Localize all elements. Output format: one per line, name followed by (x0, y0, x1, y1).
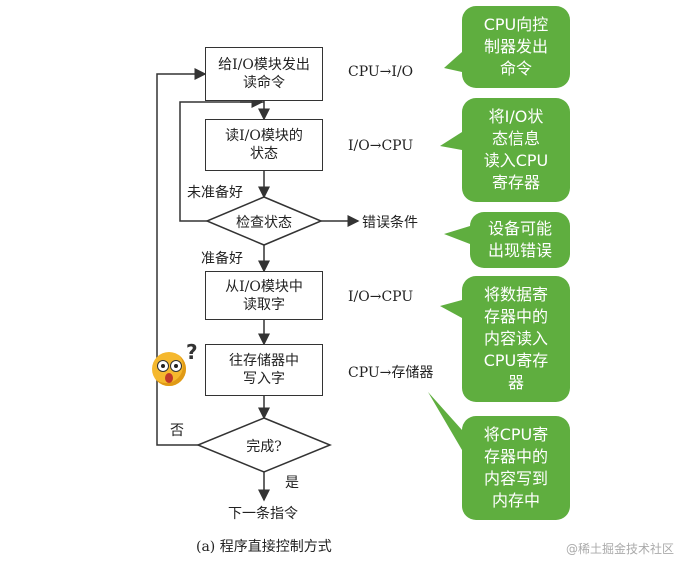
check-status-diamond (205, 196, 323, 246)
side-label-cpu-memory: CPU→存储器 (348, 365, 434, 381)
side-label-io-cpu-1: I/O→CPU (348, 138, 414, 154)
next-instruction-label: 下一条指令 (228, 506, 298, 522)
side-label-cpu-io: CPU→I/O (348, 64, 414, 80)
note-bubble-3: 设备可能 出现错误 (470, 212, 570, 268)
ready-label: 准备好 (201, 251, 243, 267)
note-bubble-5: 将CPU寄 存器中的 内容写到 内存中 (462, 416, 570, 520)
not-ready-label: 未准备好 (187, 185, 243, 201)
error-condition-label: 错误条件 (362, 215, 418, 231)
shocked-emoji-icon (152, 352, 186, 386)
side-label-io-cpu-2: I/O→CPU (348, 289, 414, 305)
check-status-label: 检查状态 (236, 215, 292, 231)
question-mark-icon: ? (186, 340, 198, 364)
no-label: 否 (170, 423, 184, 439)
yes-label: 是 (285, 475, 299, 491)
done-label: 完成? (246, 439, 282, 455)
send-read-command-box: 给I/O模块发出 读命令 (205, 47, 323, 101)
watermark: @稀土掘金技术社区 (566, 542, 675, 556)
note-bubble-1: CPU向控 制器发出 命令 (462, 6, 570, 88)
write-memory-box: 往存储器中 写入字 (205, 344, 323, 396)
read-word-box: 从I/O模块中 读取字 (205, 271, 323, 320)
note-bubble-2: 将I/O状 态信息 读入CPU 寄存器 (462, 98, 570, 202)
note-bubble-4: 将数据寄 存器中的 内容读入 CPU寄存 器 (462, 276, 570, 402)
read-status-box: 读I/O模块的 状态 (205, 119, 323, 171)
figure-caption: (a) 程序直接控制方式 (196, 539, 332, 555)
done-diamond (196, 417, 332, 473)
